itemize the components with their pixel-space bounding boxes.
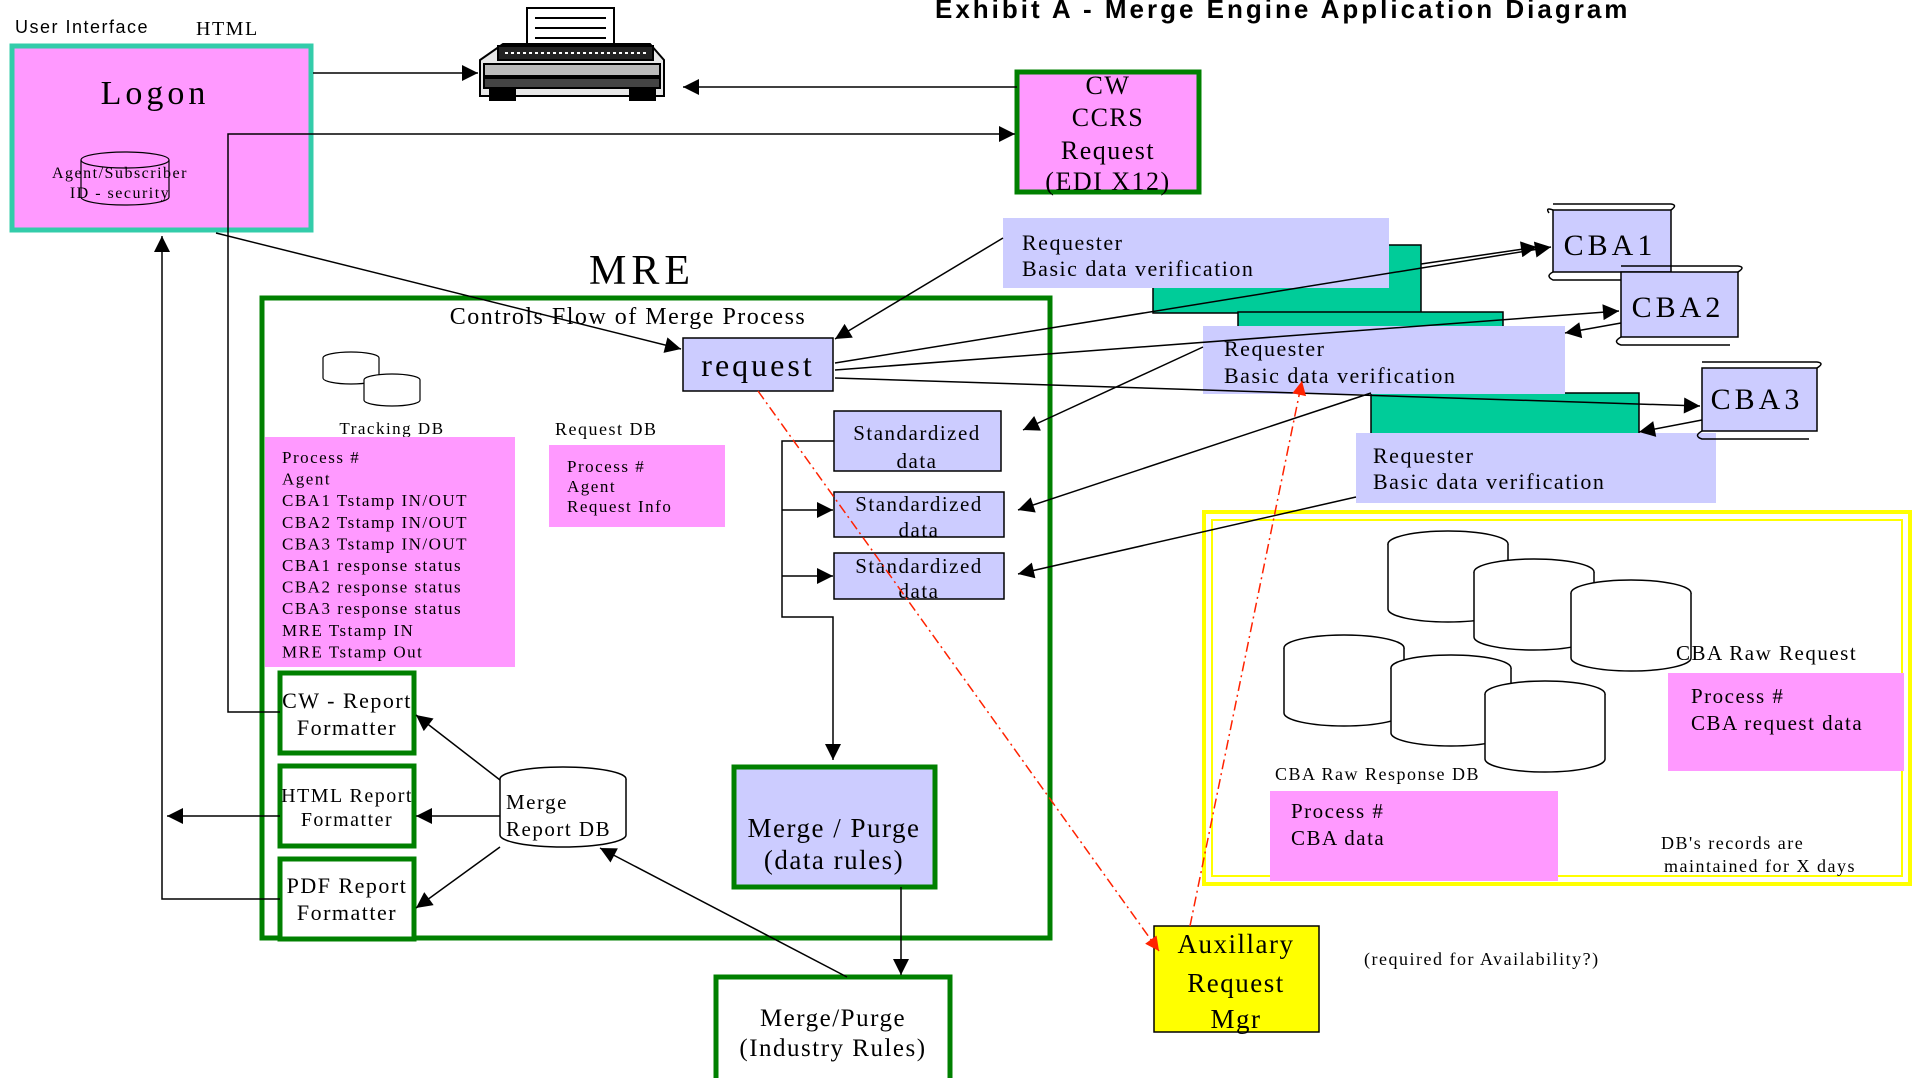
raw-request-box	[1668, 673, 1904, 771]
raw-response-field-1: Process #	[1291, 799, 1384, 823]
user-interface-label: User Interface	[15, 17, 149, 37]
connectors	[154, 65, 1703, 978]
standardized-3-line-1: Standardized	[855, 554, 983, 578]
printer-icon	[479, 7, 665, 101]
retention-note-line-2: maintained for X days	[1664, 856, 1856, 876]
mre-container	[259, 295, 1053, 941]
retention-note-line-1: DB's records are	[1661, 833, 1804, 853]
cw-ccrs-request-box[interactable]	[1014, 69, 1202, 195]
html-report-line-2: Formatter	[301, 809, 393, 831]
raw-request-field-1: Process #	[1691, 684, 1784, 708]
pdf-report-formatter-box[interactable]	[277, 856, 417, 942]
request-db-field-1: Process #	[567, 457, 645, 476]
cba1-label: CBA1	[1564, 229, 1657, 262]
tracking-field: CBA2 Tstamp IN/OUT	[282, 513, 468, 532]
tracking-db-icon	[322, 351, 421, 407]
standardized-data-box-2[interactable]	[833, 491, 1005, 538]
diagram-title: Exhibit A - Merge Engine Application Dia…	[935, 0, 1630, 24]
tracking-field: MRE Tstamp IN	[282, 621, 414, 640]
standardized-3-line-2: data	[899, 579, 940, 603]
standardized-1-line-1: Standardized	[853, 421, 981, 445]
tracking-field: CBA1 Tstamp IN/OUT	[282, 491, 468, 510]
raw-response-box	[1270, 791, 1558, 881]
tracking-fields-box	[265, 437, 515, 667]
tracking-field: Agent	[282, 470, 331, 489]
request-db-label: Request DB	[555, 419, 658, 439]
request-db-field-3: Request Info	[567, 497, 672, 516]
auxiliary-line-3: Mgr	[1211, 1004, 1262, 1034]
merge-report-db-icon	[499, 766, 627, 848]
standardized-1-line-2: data	[897, 449, 938, 473]
pdf-report-line-2: Formatter	[297, 900, 397, 925]
security-db-line-2: ID - security	[70, 185, 170, 202]
mre-title: MRE	[589, 248, 695, 294]
raw-db-cylinders	[1283, 530, 1692, 773]
merge-purge-industry-line-2: (Industry Rules)	[739, 1035, 926, 1062]
requester-1-line-1: Requester	[1022, 230, 1123, 255]
cw-ccrs-line-1: CW	[1086, 71, 1131, 100]
tracking-field: CBA3 Tstamp IN/OUT	[282, 534, 468, 553]
request-db-box	[549, 445, 725, 527]
cw-ccrs-line-3: Request	[1061, 136, 1155, 165]
raw-storage-area	[1202, 510, 1912, 886]
standardized-2-line-1: Standardized	[855, 492, 983, 516]
requester-box-3[interactable]	[1356, 433, 1716, 503]
auxiliary-request-mgr-box[interactable]	[1153, 925, 1320, 1033]
availability-note: (required for Availability?)	[1364, 949, 1600, 970]
merge-purge-data-rules-box[interactable]	[731, 764, 938, 890]
standardized-2-line-2: data	[899, 518, 940, 542]
standardized-data-box-1[interactable]	[833, 410, 1002, 472]
merge-purge-data-line-1: Merge / Purge	[748, 813, 921, 843]
merge-purge-industry-rules-box[interactable]	[713, 974, 953, 1078]
mre-subtitle: Controls Flow of Merge Process	[450, 304, 807, 330]
raw-request-field-2: CBA request data	[1691, 711, 1863, 735]
requester-1-line-2: Basic data verification	[1022, 256, 1254, 281]
tracking-field: CBA3 response status	[282, 599, 462, 618]
cba3-scroll[interactable]	[1696, 361, 1822, 440]
cba2-scroll[interactable]	[1615, 265, 1743, 346]
request-box[interactable]	[682, 337, 834, 392]
auxiliary-line-1: Auxillary	[1178, 929, 1295, 959]
auxiliary-line-2: Request	[1187, 968, 1285, 998]
raw-response-label: CBA Raw Response DB	[1275, 764, 1480, 784]
cba1-scroll[interactable]	[1546, 203, 1676, 281]
security-db-icon	[80, 151, 170, 206]
html-label: HTML	[196, 18, 259, 40]
cw-report-formatter-box[interactable]	[277, 670, 417, 756]
request-label: request	[701, 347, 814, 383]
logon-box[interactable]	[9, 43, 314, 233]
logon-label: Logon	[101, 75, 210, 112]
cba3-label: CBA3	[1711, 383, 1804, 416]
standardized-data-box-3[interactable]	[833, 552, 1005, 600]
red-dashed-connectors	[757, 380, 1307, 952]
merge-report-db-line-1: Merge	[506, 790, 568, 814]
requester-3-line-2: Basic data verification	[1373, 469, 1605, 494]
tracking-field: MRE Tstamp Out	[282, 642, 423, 661]
cw-ccrs-line-2: CCRS	[1072, 103, 1145, 132]
request-db-field-2: Agent	[567, 477, 616, 496]
merge-report-db-line-2: Report DB	[506, 817, 611, 841]
cw-report-line-2: Formatter	[297, 715, 397, 740]
raw-request-label: CBA Raw Request	[1676, 641, 1857, 665]
html-report-line-1: HTML Report	[281, 785, 413, 807]
requester-3-line-1: Requester	[1373, 443, 1474, 468]
security-db-line-1: Agent/Subscriber	[52, 165, 188, 182]
merge-purge-industry-line-1: Merge/Purge	[760, 1005, 906, 1032]
requester-box-1[interactable]	[1003, 218, 1389, 288]
cw-ccrs-line-4: (EDI X12)	[1045, 167, 1170, 196]
tracking-field: CBA2 response status	[282, 578, 462, 597]
cw-report-line-1: CW - Report	[282, 688, 412, 713]
tracking-field: CBA1 response status	[282, 556, 462, 575]
cba2-label: CBA2	[1632, 291, 1725, 324]
pdf-report-line-1: PDF Report	[287, 873, 408, 898]
requester-2-line-2: Basic data verification	[1224, 363, 1456, 388]
html-report-formatter-box[interactable]	[277, 763, 417, 849]
tracking-db-label: Tracking DB	[339, 419, 444, 438]
tracking-field: Process #	[282, 448, 360, 467]
merge-purge-data-line-2: (data rules)	[764, 845, 904, 875]
raw-response-field-2: CBA data	[1291, 826, 1385, 850]
